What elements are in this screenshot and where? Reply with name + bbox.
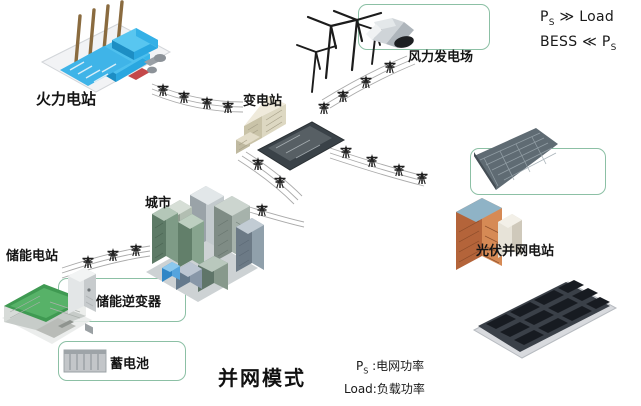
storage-battery-graphic xyxy=(64,350,106,372)
wind-nacelle-illustration xyxy=(366,18,414,48)
formula-bess-text: BESS ≪ P xyxy=(540,33,611,50)
substation-graphic xyxy=(236,96,344,170)
label-thermal-plant: 火力电站 xyxy=(36,90,97,108)
formula-ps-subscript: S xyxy=(548,17,555,28)
legend-line1-rest: :电网功率 xyxy=(368,359,425,373)
city-graphic xyxy=(146,186,264,302)
legend-ps-symbol: P xyxy=(356,359,364,373)
legend-line-2: Load:负载功率 xyxy=(344,382,425,397)
formula-line2-subscript: S xyxy=(610,42,617,53)
label-storage-station: 储能电站 xyxy=(6,249,59,264)
page-title: 并网模式 xyxy=(218,366,306,390)
label-battery: 蓄电池 xyxy=(110,357,150,372)
label-wind-farm: 风力发电场 xyxy=(408,50,474,65)
formula-line-2: BESS ≪ PS xyxy=(540,33,617,58)
label-storage-inverter: 储能逆变器 xyxy=(96,295,162,310)
power-relation-formula: PS ≫ Load BESS ≪ PS xyxy=(540,8,617,58)
formula-line1-rest: ≫ Load xyxy=(554,9,615,25)
legend: PS :电网功率 Load:负载功率 xyxy=(344,357,425,398)
formula-line-1: PS ≫ Load xyxy=(540,8,617,33)
pv-station-graphic xyxy=(456,128,616,358)
formula-ps-symbol: P xyxy=(540,9,549,25)
label-substation: 变电站 xyxy=(243,94,283,109)
legend-ps-subscript: S xyxy=(363,366,369,376)
storage-inverter-graphic xyxy=(68,268,96,335)
thermal-power-plant-graphic xyxy=(42,2,170,92)
label-city: 城市 xyxy=(145,196,172,211)
legend-line-1: PS :电网功率 xyxy=(356,357,425,380)
label-pv-station: 光伏并网电站 xyxy=(476,244,555,259)
